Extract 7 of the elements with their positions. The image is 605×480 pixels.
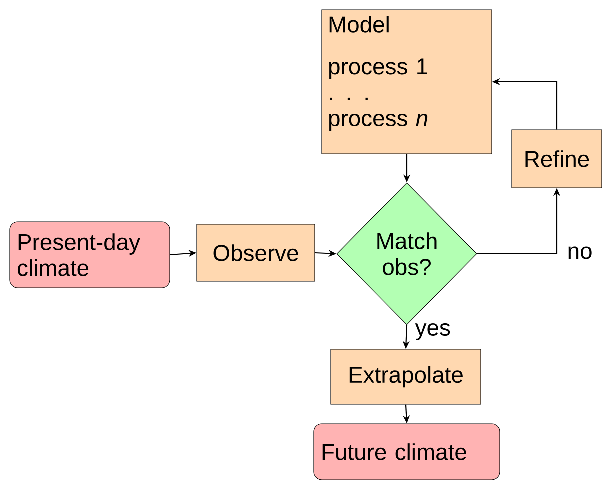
process-box: Refine xyxy=(512,130,602,188)
process-box: Observe xyxy=(196,224,316,282)
terminal-box: Future climate xyxy=(314,424,500,480)
terminal-box: Present-day climate xyxy=(10,222,170,288)
edge-label: no xyxy=(566,246,594,260)
process-box: Extrapolate xyxy=(330,349,482,405)
model-box: Model process 1 . . . process n xyxy=(322,10,492,154)
